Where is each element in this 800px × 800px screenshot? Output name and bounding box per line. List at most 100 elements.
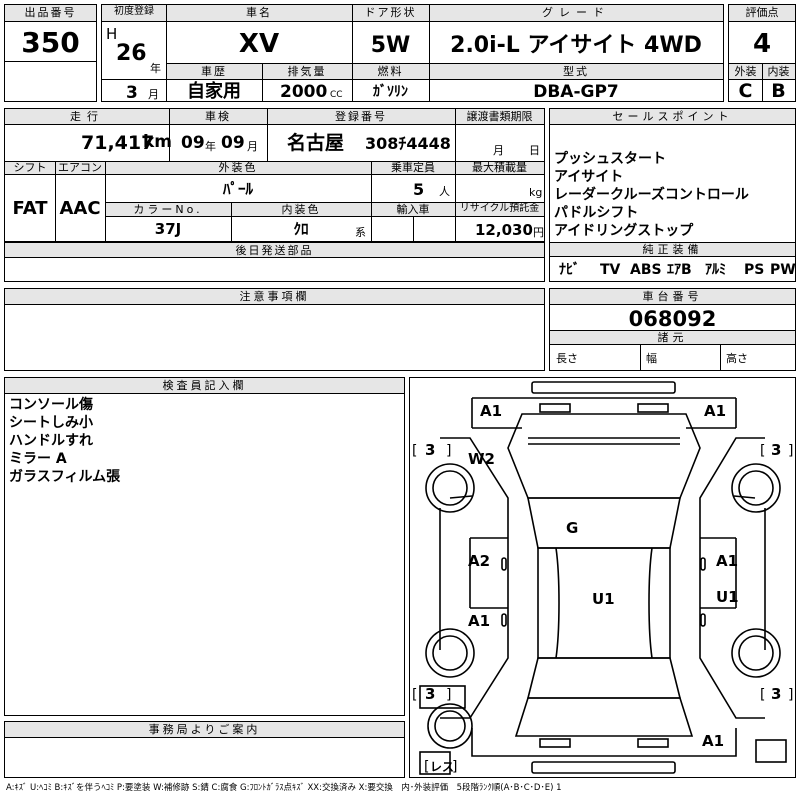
car-diagram: [ ] 3 [ ] 3 [ ] 3 [ ] 3 [ ] レス A1 A1 W2 …	[409, 377, 796, 778]
car-outline: [ ] 3 [ ] 3 [ ] 3 [ ] 3 [ ] レス A1 A1 W2 …	[412, 381, 793, 775]
inspector-note: ガラスフィルム張	[9, 469, 121, 485]
inspector-note: ミラー A	[9, 451, 67, 467]
damage-code: U1	[592, 590, 615, 608]
equipment-item: PS	[744, 262, 765, 278]
shift: FAT	[12, 198, 48, 219]
exterior-grade: C	[738, 80, 753, 102]
fuel: ｶﾞｿﾘﾝ	[373, 84, 408, 100]
lot-number: 350	[21, 26, 80, 59]
equipment-item: PW	[770, 262, 796, 278]
recycle: 12,030	[475, 221, 533, 239]
tire-bracket-close: ]	[788, 687, 793, 703]
damage-code: A1	[468, 612, 490, 630]
caution-label: 注意事項欄	[239, 290, 310, 303]
tire-condition: 3	[771, 685, 781, 703]
reg-year: 26	[116, 41, 147, 66]
intcolor-label: 内装色	[281, 203, 321, 216]
fuel-label: 燃料	[377, 65, 404, 78]
model-label: 車名	[246, 6, 272, 19]
tire-bracket-close: ]	[446, 687, 451, 703]
inspector-box: 検査員記入欄 コンソール傷 シートしみ小 ハンドルすれ ミラー A ガラスフィル…	[4, 377, 405, 716]
tire-condition: 3	[425, 441, 435, 459]
tire-condition: 3	[425, 685, 435, 703]
insp-month: 09	[221, 133, 245, 153]
sales-box: セールスポイント プッシュスタート アイサイト レーダークルーズコントロール パ…	[549, 108, 796, 282]
tire-bracket-open: [	[760, 443, 765, 459]
recycle-label: リサイクル預託金	[459, 203, 540, 214]
damage-code: A2	[468, 552, 490, 570]
score-cell: 評価点 4 外装 内装 C B	[728, 4, 796, 102]
reg-label: 初度登録	[114, 6, 154, 17]
displacement-label: 排気量	[287, 65, 327, 78]
damage-code: A1	[480, 402, 502, 420]
reg-month: 3	[126, 83, 138, 103]
tire-bracket-open: [	[412, 443, 417, 459]
km-unit: km	[143, 132, 173, 152]
transfer-label: 譲渡書類期限	[466, 110, 533, 123]
spare-tire-rest: レス	[430, 760, 454, 774]
spec-label: 諸元	[657, 331, 688, 344]
score-label: 評価点	[745, 6, 779, 19]
color-label: 外装色	[218, 161, 258, 174]
details-block: 走行 71,417 km 車検 09 年 09 月 登録番号 名古屋 308ﾁ4…	[4, 108, 545, 242]
interior-label: 内装	[767, 65, 790, 78]
height-label: 高さ	[726, 352, 748, 365]
inspector-note: コンソール傷	[9, 397, 93, 413]
damage-code: A1	[704, 402, 726, 420]
ac: AAC	[59, 198, 101, 219]
tire-bracket-open: [	[412, 687, 417, 703]
later-label: 後日発送部品	[235, 244, 314, 257]
inspector-note: ハンドルすれ	[9, 433, 93, 449]
era: H	[106, 25, 118, 43]
inspection-label: 車検	[205, 110, 231, 123]
office-label: 事務局よりご案内	[148, 723, 261, 736]
grade-label: グレード	[542, 6, 610, 19]
sales-point: プッシュスタート	[554, 151, 666, 167]
sales-point: アイドリングストップ	[554, 223, 694, 239]
later-parts-box: 後日発送部品	[4, 242, 545, 282]
model: XV	[238, 29, 280, 59]
damage-code: A1	[702, 732, 724, 750]
lot-cell: 出品番号 350	[4, 4, 97, 102]
header-main: 初度登録 H 26 年 3 月 車名 XV ドア形状 5W グレード 2.0i-…	[101, 4, 724, 102]
type: DBA-GP7	[533, 82, 619, 102]
insp-year: 09	[181, 133, 205, 153]
length-label: 長さ	[556, 352, 578, 365]
equipment-label: 純正装備	[642, 243, 703, 256]
tire-condition: 3	[771, 441, 781, 459]
shift-label: シフト	[13, 161, 47, 174]
import-label: 輸入車	[396, 203, 430, 216]
chassis-number: 068092	[628, 307, 717, 331]
lot-label: 出品番号	[24, 6, 77, 19]
equipment-item: ﾅﾋﾞ	[559, 262, 580, 278]
history-label: 車歴	[201, 65, 227, 78]
damage-code: A1	[716, 552, 738, 570]
ac-label: エアコン	[58, 161, 102, 174]
caution-box: 注意事項欄	[4, 288, 545, 371]
equipment-item: ｱﾙﾐ	[705, 262, 726, 278]
tire-bracket-close: ]	[788, 443, 793, 459]
sales-point: アイサイト	[554, 169, 624, 185]
sales-point: レーダークルーズコントロール	[554, 187, 749, 203]
displacement: 2000	[280, 82, 328, 102]
damage-code: W2	[468, 450, 495, 468]
office-box: 事務局よりご案内	[4, 721, 405, 778]
person-unit: 人	[439, 185, 450, 198]
damage-code: G	[566, 519, 578, 537]
inspector-note: シートしみ小	[9, 415, 93, 431]
sales-point: パドルシフト	[554, 205, 639, 221]
mileage-label: 走行	[70, 110, 104, 123]
transfer-day: 日	[529, 144, 540, 157]
interior-grade: B	[771, 80, 786, 102]
mileage: 71,417	[81, 132, 155, 154]
year-unit: 年	[150, 62, 161, 75]
plate-number: 308ﾁ4448	[365, 134, 451, 153]
door: 5W	[370, 33, 411, 58]
capacity: 5	[413, 180, 425, 199]
yen-unit: 円	[533, 226, 544, 239]
tire-bracket-open: [	[760, 687, 765, 703]
plate-area: 名古屋	[287, 132, 345, 154]
damage-code: U1	[716, 588, 739, 606]
score: 4	[752, 29, 772, 59]
capacity-label: 乗車定員	[391, 161, 435, 174]
